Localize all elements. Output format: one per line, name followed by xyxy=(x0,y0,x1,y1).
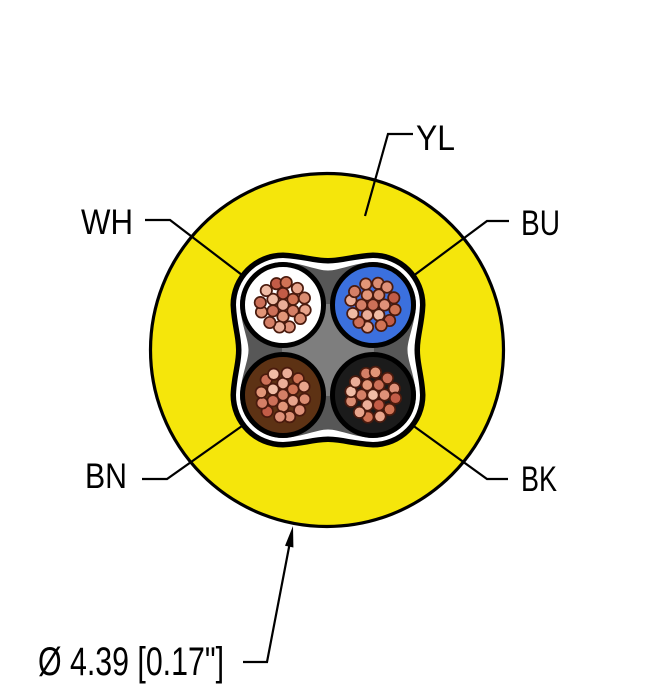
leader-bk xyxy=(396,413,508,481)
strand xyxy=(280,366,294,380)
strand xyxy=(253,296,267,310)
strand xyxy=(388,391,403,405)
strand xyxy=(266,292,280,306)
strand xyxy=(348,375,363,389)
strand xyxy=(368,365,382,379)
leader-yl xyxy=(363,132,413,217)
strand xyxy=(293,311,307,326)
label-bn: BN xyxy=(85,457,127,496)
strand xyxy=(352,315,366,329)
strand xyxy=(352,405,367,419)
strand xyxy=(354,298,369,312)
strand xyxy=(286,382,300,396)
strand xyxy=(254,385,268,399)
strand xyxy=(273,410,287,424)
label-bk: BK xyxy=(521,460,557,499)
label-wh: WH xyxy=(81,203,133,242)
strand xyxy=(255,396,269,410)
strand xyxy=(266,304,280,318)
arrowhead-icon xyxy=(285,526,294,548)
strand xyxy=(266,394,280,408)
strand xyxy=(360,378,374,392)
strand xyxy=(259,283,273,298)
strand xyxy=(388,303,402,317)
strand xyxy=(360,288,374,302)
dimension-arrow xyxy=(243,526,294,664)
strand xyxy=(387,291,401,305)
strand xyxy=(372,398,386,412)
strand xyxy=(383,402,397,416)
strand xyxy=(298,392,312,406)
strand xyxy=(373,409,387,423)
dimension-label: Ø 4.39 [0.17"] xyxy=(38,640,224,684)
strand xyxy=(279,275,293,290)
leader-bu xyxy=(396,219,509,289)
strand xyxy=(348,285,362,299)
leader-bn xyxy=(142,413,260,481)
strand xyxy=(372,378,386,392)
strand xyxy=(290,281,304,295)
strand xyxy=(267,367,281,381)
strand xyxy=(263,315,277,330)
strand xyxy=(374,318,388,332)
strand xyxy=(377,298,392,312)
dimension-leader xyxy=(243,541,292,664)
strand xyxy=(286,292,300,306)
label-yl: YL xyxy=(416,119,455,158)
label-bu: BU xyxy=(521,204,560,243)
strand xyxy=(380,371,395,385)
strand xyxy=(380,280,394,294)
strand xyxy=(359,277,373,291)
strand xyxy=(297,379,311,394)
strand xyxy=(293,403,307,417)
strand xyxy=(266,382,280,396)
strand xyxy=(346,307,360,321)
leader-lines xyxy=(142,132,509,481)
leader-wh xyxy=(145,218,260,289)
copper-strands xyxy=(253,275,403,424)
strand xyxy=(297,291,311,305)
